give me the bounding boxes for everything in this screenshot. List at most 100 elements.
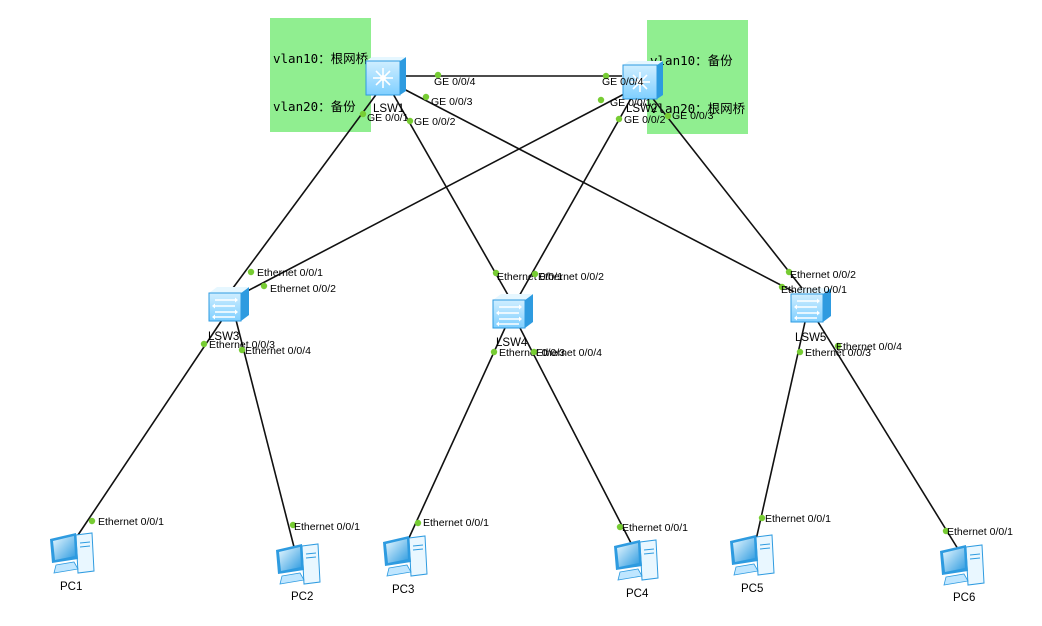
port-label-lsw5-pc6-a: Ethernet 0/0/4 [836, 341, 902, 353]
port-dot-lsw4-pc4-b [616, 523, 624, 531]
port-label-lsw2-lsw5-a: GE 0/0/3 [672, 110, 714, 122]
access-switch-icon [492, 294, 533, 329]
port-label-lsw1-lsw3-a: GE 0/0/1 [367, 112, 409, 124]
core-switch-icon [622, 61, 663, 100]
link-lsw1-lsw5 [397, 85, 801, 296]
link-lsw4-pc3 [407, 327, 506, 541]
device-lsw3[interactable]: LSW3 [208, 287, 249, 343]
link-lsw4-pc4 [519, 327, 633, 546]
port-dot-lsw5-pc6-b [942, 527, 950, 535]
port-dot-lsw4-pc3-b [414, 519, 422, 527]
pc-icon [730, 534, 775, 576]
pc-icon [940, 544, 985, 586]
links-layer [75, 75, 959, 550]
link-lsw2-lsw4 [517, 94, 634, 299]
link-lsw1-lsw4 [391, 91, 509, 296]
port-dot-lsw1-lsw4-a [406, 117, 414, 125]
port-dot-lsw1-lsw3-b [247, 268, 255, 276]
device-label-pc1: PC1 [60, 581, 82, 593]
device-label-lsw3: LSW3 [208, 331, 239, 343]
port-dot-lsw1-lsw2-a [434, 71, 442, 79]
port-label-lsw1-lsw4-b: Ethernet 0/0/1 [497, 271, 563, 283]
pc-icon [276, 543, 321, 585]
link-lsw3-pc1 [75, 319, 223, 539]
access-switch-icon [208, 287, 249, 322]
port-label-lsw3-pc1-a: Ethernet 0/0/3 [209, 339, 275, 351]
device-lsw2[interactable]: LSW2 [622, 61, 663, 115]
port-dot-lsw5-pc5-b [758, 514, 766, 522]
lsw2-vlan-note: vlan10：备份 vlan20：根网桥 [647, 20, 749, 134]
port-dot-lsw2-lsw3-a [597, 96, 605, 104]
port-label-lsw2-lsw4-b: Ethernet 0/0/2 [538, 271, 604, 283]
port-dot-lsw2-lsw4-b [531, 270, 539, 278]
device-label-pc5: PC5 [741, 583, 763, 595]
device-label-pc2: PC2 [291, 591, 313, 603]
port-label-lsw5-pc6-b: Ethernet 0/0/1 [947, 526, 1013, 538]
port-dot-lsw1-lsw5-a [422, 93, 430, 101]
pc-icon [50, 532, 95, 574]
device-pc3[interactable]: PC3 [383, 535, 428, 596]
port-label-lsw2-lsw4-a: GE 0/0/2 [624, 114, 666, 126]
device-pc5[interactable]: PC5 [730, 534, 775, 595]
device-pc1[interactable]: PC1 [50, 532, 95, 593]
port-dot-lsw1-lsw2-b [602, 72, 610, 80]
device-lsw1[interactable]: LSW1 [365, 57, 406, 115]
port-dot-lsw3-pc2-a [238, 346, 246, 354]
port-dot-lsw1-lsw4-b [492, 269, 500, 277]
link-lsw2-lsw3 [233, 91, 629, 299]
port-label-lsw3-pc2-b: Ethernet 0/0/1 [294, 521, 360, 533]
port-label-lsw2-lsw5-b: Ethernet 0/0/2 [790, 269, 856, 281]
device-lsw4[interactable]: LSW4 [492, 294, 533, 349]
link-lsw5-pc6 [817, 321, 959, 550]
access-switch-icon [790, 288, 831, 323]
device-pc2[interactable]: PC2 [276, 543, 321, 603]
port-label-lsw4-pc3-b: Ethernet 0/0/1 [423, 517, 489, 529]
lsw2-note-line2: vlan20：根网桥 [650, 101, 746, 116]
port-dot-lsw5-pc5-a [796, 348, 804, 356]
port-label-lsw4-pc4-a: Ethernet 0/0/4 [536, 347, 602, 359]
port-label-lsw1-lsw2-b: GE 0/0/4 [602, 76, 644, 88]
link-lsw2-lsw5 [649, 94, 806, 293]
device-pc4[interactable]: PC4 [614, 539, 659, 600]
port-label-lsw5-pc5-b: Ethernet 0/0/1 [765, 513, 831, 525]
port-label-lsw4-pc4-b: Ethernet 0/0/1 [622, 522, 688, 534]
device-pc6[interactable]: PC6 [940, 544, 985, 604]
core-switch-icon [365, 57, 406, 96]
device-label-lsw4: LSW4 [496, 337, 528, 349]
port-dot-lsw2-lsw4-a [615, 115, 623, 123]
port-dot-lsw2-lsw5-b [785, 268, 793, 276]
port-label-lsw1-lsw2-a: GE 0/0/4 [434, 76, 476, 88]
pc-icon [383, 535, 428, 577]
lsw1-vlan-note: vlan10：根网桥 vlan20：备份 [270, 18, 372, 132]
port-label-lsw3-pc2-a: Ethernet 0/0/4 [245, 345, 311, 357]
device-label-lsw1: LSW1 [373, 103, 404, 115]
lsw1-note-line2: vlan20：备份 [273, 99, 356, 114]
port-label-lsw1-lsw3-b: Ethernet 0/0/1 [257, 267, 323, 279]
port-dot-lsw4-pc3-a [490, 348, 498, 356]
port-label-lsw1-lsw5-b: Ethernet 0/0/1 [781, 284, 847, 296]
port-label-lsw3-pc1-b: Ethernet 0/0/1 [98, 516, 164, 528]
link-lsw3-pc2 [235, 319, 295, 548]
port-dot-lsw2-lsw3-b [260, 282, 268, 290]
port-label-lsw2-lsw3-b: Ethernet 0/0/2 [270, 283, 336, 295]
port-label-lsw1-lsw5-a: GE 0/0/3 [431, 96, 473, 108]
device-label-pc6: PC6 [953, 592, 975, 604]
device-lsw5[interactable]: LSW5 [790, 288, 831, 344]
lsw1-note-line1: vlan10：根网桥 [273, 51, 369, 66]
port-label-lsw5-pc5-a: Ethernet 0/0/3 [805, 347, 871, 359]
device-label-pc3: PC3 [392, 584, 414, 596]
port-dot-lsw3-pc1-b [88, 517, 96, 525]
port-dot-lsw5-pc6-a [834, 342, 842, 350]
device-label-lsw5: LSW5 [795, 332, 826, 344]
link-lsw5-pc5 [755, 321, 806, 541]
port-label-lsw2-lsw3-a: GE 0/0/1 [610, 97, 652, 109]
port-dot-lsw1-lsw5-b [778, 283, 786, 291]
port-dot-lsw3-pc2-b [289, 521, 297, 529]
port-label-lsw1-lsw4-a: GE 0/0/2 [414, 116, 456, 128]
port-dot-lsw2-lsw5-a [664, 112, 672, 120]
port-dot-lsw1-lsw3-a [359, 110, 367, 118]
link-lsw1-lsw3 [229, 91, 379, 293]
port-dot-lsw3-pc1-a [200, 340, 208, 348]
